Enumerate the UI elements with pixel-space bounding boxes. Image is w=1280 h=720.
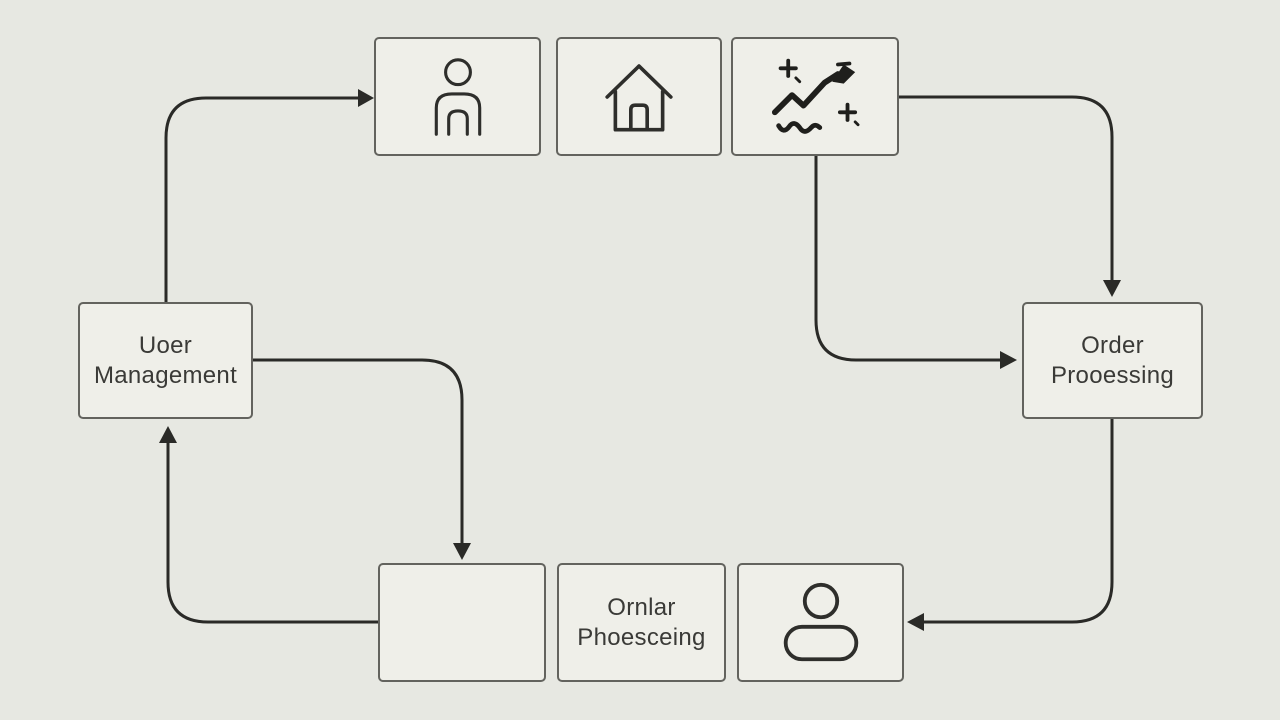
order-processing-label: Order Prooessing	[1050, 331, 1175, 389]
edge-user-management-to-bottom-left-arrow	[253, 358, 471, 560]
node-bottom-right-user	[737, 563, 904, 682]
node-order-processing: Order Prooessing	[1022, 302, 1203, 419]
house-icon	[605, 63, 673, 132]
person-icon	[783, 582, 858, 661]
edge-order-processing-to-bottom-right-arrow	[907, 419, 1114, 631]
edge-bottom-left-to-user-management-arrow	[159, 426, 378, 624]
user-management-label: Uoer Management	[93, 331, 238, 389]
node-top-left-user	[374, 37, 541, 156]
node-user-management: Uoer Management	[78, 302, 253, 419]
node-bottom-left-empty	[378, 563, 546, 682]
edge-chart-to-order-processing-top-arrow	[899, 95, 1121, 297]
bottom-order-processing-label: Ornlar Phoesceing	[577, 593, 706, 651]
node-top-middle-home	[556, 37, 722, 156]
node-top-right-chart	[731, 37, 899, 156]
edge-chart-to-order-processing-side-arrow	[814, 156, 1017, 369]
person-outline-icon	[434, 57, 481, 136]
edge-user-management-to-top-left-arrow	[164, 89, 374, 302]
trending-chart-sketch-icon	[771, 58, 860, 134]
node-bottom-middle-text: Ornlar Phoesceing	[557, 563, 726, 682]
